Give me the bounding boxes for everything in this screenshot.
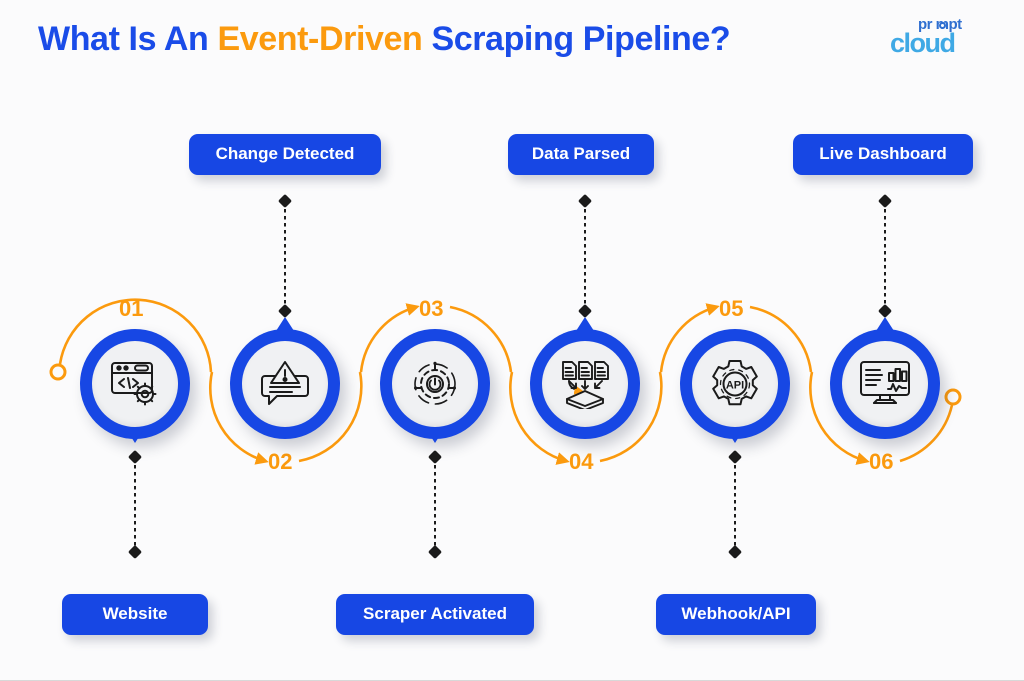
connector-node6-to-live-dashboard xyxy=(877,193,893,319)
promptcloud-logo: cloud pr mpt xyxy=(886,14,998,62)
step-number-05: 05 xyxy=(719,296,744,321)
step-node-3-scraper-activated[interactable] xyxy=(380,329,490,443)
node-pointer xyxy=(126,429,144,443)
browser-code-gear-icon xyxy=(111,362,157,406)
step-number-06: 06 xyxy=(869,449,894,474)
path-end-dot xyxy=(944,388,962,406)
connector-dotted-line xyxy=(734,458,736,551)
node-disc xyxy=(842,341,928,427)
step-number-01: 01 xyxy=(119,296,144,321)
step-node-5-webhook-api[interactable]: API xyxy=(680,329,790,443)
connector-dotted-line xyxy=(584,202,586,310)
step-number-04: 04 xyxy=(569,449,594,474)
step-number-03: 03 xyxy=(419,296,444,321)
node-disc xyxy=(542,341,628,427)
step-node-4-data-parsed[interactable] xyxy=(530,317,640,439)
node-pointer xyxy=(876,317,894,331)
connector-diamond-icon xyxy=(577,303,593,319)
api-gear-icon: API xyxy=(712,360,758,406)
title-segment-1: What Is An xyxy=(38,20,218,58)
page-title: What Is An Event-Driven Scraping Pipelin… xyxy=(38,20,731,59)
path-start-dot xyxy=(49,363,67,381)
title-segment-2: Event-Driven xyxy=(217,20,432,58)
label-live-dashboard[interactable]: Live Dashboard xyxy=(793,134,973,175)
connector-dotted-line xyxy=(284,202,286,310)
connector-node5-to-webhook-api xyxy=(727,449,743,560)
alert-speech-bubble-icon xyxy=(261,361,309,405)
connector-dotted-line xyxy=(884,202,886,310)
title-segment-3: Scraping Pipeline? xyxy=(431,20,731,58)
node-pointer xyxy=(576,317,594,331)
connector-node1-to-website xyxy=(127,449,143,560)
logo-bottom-word: cloud xyxy=(890,28,956,58)
connector-node2-to-change-detected xyxy=(277,193,293,319)
connector-dotted-line xyxy=(134,458,136,551)
documents-into-box-icon xyxy=(562,361,609,409)
logo-dot-icon xyxy=(939,22,946,29)
label-website[interactable]: Website xyxy=(62,594,208,635)
step-node-2-change-detected[interactable] xyxy=(230,317,340,439)
node-pointer xyxy=(426,429,444,443)
step-node-6-live-dashboard[interactable] xyxy=(830,317,940,439)
node-pointer xyxy=(726,429,744,443)
dashboard-monitor-icon xyxy=(860,361,910,404)
power-activation-icon xyxy=(414,361,456,405)
label-change-detected[interactable]: Change Detected xyxy=(189,134,381,175)
step-number-02: 02 xyxy=(268,449,293,474)
connector-diamond-icon xyxy=(727,544,743,560)
node-disc xyxy=(392,341,478,427)
connector-dotted-line xyxy=(434,458,436,551)
connector-diamond-icon xyxy=(877,303,893,319)
step-node-1-website[interactable] xyxy=(80,329,190,443)
api-gear-label: API xyxy=(726,380,744,392)
node-disc xyxy=(92,341,178,427)
connector-node3-to-scraper-activated xyxy=(427,449,443,560)
connector-diamond-icon xyxy=(127,544,143,560)
header: What Is An Event-Driven Scraping Pipelin… xyxy=(0,0,1024,90)
node-disc xyxy=(242,341,328,427)
node-pointer xyxy=(276,317,294,331)
label-data-parsed[interactable]: Data Parsed xyxy=(508,134,654,175)
label-scraper-activated[interactable]: Scraper Activated xyxy=(336,594,534,635)
connector-diamond-icon xyxy=(427,544,443,560)
connector-diamond-icon xyxy=(277,303,293,319)
connector-node4-to-data-parsed xyxy=(577,193,593,319)
label-webhook-api[interactable]: Webhook/API xyxy=(656,594,816,635)
node-disc: API xyxy=(692,341,778,427)
